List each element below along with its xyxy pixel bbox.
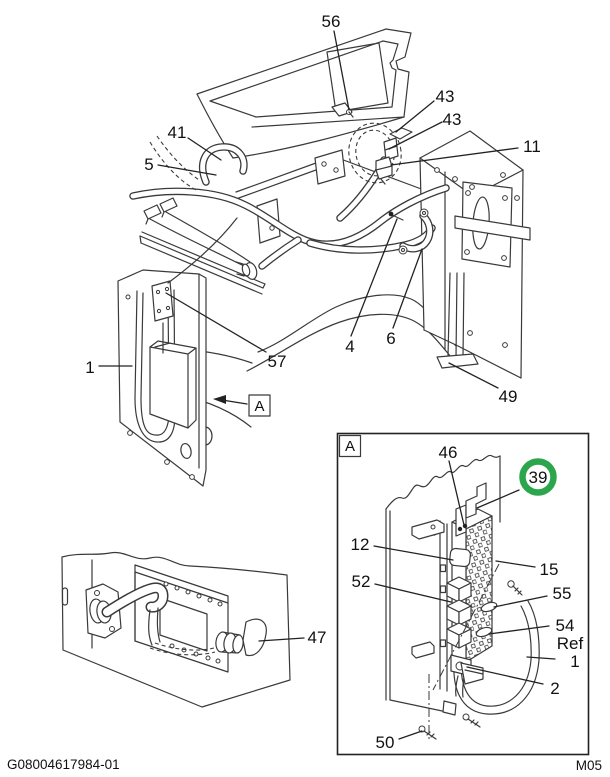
hood-inner-recess xyxy=(326,42,389,113)
detail-box-label: A xyxy=(345,438,355,455)
main-view: A 56 43 43 41 5 11 1 57 4 6 49 xyxy=(85,12,541,487)
panel-assembly-1 xyxy=(117,197,258,487)
detail-view-A: A xyxy=(336,432,590,756)
terminal-dot-grid xyxy=(466,516,492,662)
screws-50 xyxy=(418,713,481,740)
bracket-46 xyxy=(455,504,468,537)
callout-2: 2 xyxy=(550,679,559,698)
wall-slot xyxy=(61,587,69,606)
access-plate xyxy=(454,181,531,268)
connector-11 xyxy=(375,156,393,185)
pad-54 xyxy=(475,626,493,638)
clip-2 xyxy=(460,662,484,685)
panel-bottom-tab xyxy=(442,700,457,716)
bracket-43-lower xyxy=(383,137,399,161)
callout-41: 41 xyxy=(168,123,187,142)
green-highlight-circle xyxy=(519,458,557,496)
wire-2 xyxy=(165,211,251,263)
callout-15: 15 xyxy=(540,560,559,579)
detail-arrow-label: A xyxy=(254,398,264,415)
arrowhead xyxy=(213,395,226,404)
elbow-fitting-6 xyxy=(398,208,434,255)
callout-ref: Ref xyxy=(557,634,584,653)
ecm-box xyxy=(149,340,197,429)
left-bracket-lower xyxy=(411,641,435,659)
callout-52: 52 xyxy=(352,572,371,591)
callout-54: 54 xyxy=(556,616,575,635)
fuse-block xyxy=(446,482,498,698)
panel-edge-bump xyxy=(205,426,213,446)
connector-pair xyxy=(143,197,178,225)
connector-47 xyxy=(215,618,267,657)
callout-56: 56 xyxy=(322,12,341,31)
cowl-box xyxy=(419,130,531,379)
callout-5: 5 xyxy=(144,155,153,174)
callout-46: 46 xyxy=(439,443,458,462)
callout-55: 55 xyxy=(553,584,572,603)
bracket-43-upper xyxy=(389,127,413,140)
hook-39 xyxy=(465,482,487,519)
main-leaders xyxy=(98,30,519,389)
hood-latch-56 xyxy=(331,102,354,118)
plate-crossbar xyxy=(454,215,531,241)
wire-3 xyxy=(167,217,238,284)
fuse-cubes-52 xyxy=(446,576,472,649)
callout-43-lower: 43 xyxy=(443,110,462,129)
grommet-plug-5 xyxy=(235,261,258,280)
callout-39: 39 xyxy=(529,468,548,487)
detail-box-label-frame xyxy=(338,434,362,458)
hood-panel xyxy=(196,28,412,159)
callout-49: 49 xyxy=(499,387,518,406)
flange-and-tube xyxy=(85,582,216,656)
callout-11: 11 xyxy=(523,137,541,156)
lower-left-view: 47 xyxy=(61,551,327,708)
stud-4 xyxy=(388,211,404,221)
bracket-57 xyxy=(151,280,174,354)
document-number: G08004617984-01 xyxy=(7,757,120,772)
tab-12 xyxy=(449,547,471,568)
detail-leaders xyxy=(373,460,556,740)
detail-box-border xyxy=(336,432,590,756)
harness-loop-ref1 xyxy=(453,600,540,715)
firewall-contour xyxy=(179,294,457,428)
callout-ref-1: 1 xyxy=(570,652,579,671)
callout-12: 12 xyxy=(351,535,370,554)
callout-47: 47 xyxy=(308,628,327,647)
pad-55 xyxy=(480,601,498,613)
callout-6: 6 xyxy=(386,329,395,348)
callout-50: 50 xyxy=(376,733,395,752)
assembly-axis-diagonal xyxy=(432,563,500,691)
callout-57: 57 xyxy=(268,352,287,371)
callout-1: 1 xyxy=(85,358,94,377)
screw-55 xyxy=(507,580,523,596)
sheet-code: M05 xyxy=(576,758,602,773)
left-bracket-upper xyxy=(411,519,445,540)
drain-tube-49 xyxy=(436,272,479,369)
callout-4: 4 xyxy=(345,337,354,356)
detail-marker-A: A xyxy=(213,394,271,417)
hose-loop-41 xyxy=(149,135,248,191)
callout-43-upper: 43 xyxy=(436,87,455,106)
